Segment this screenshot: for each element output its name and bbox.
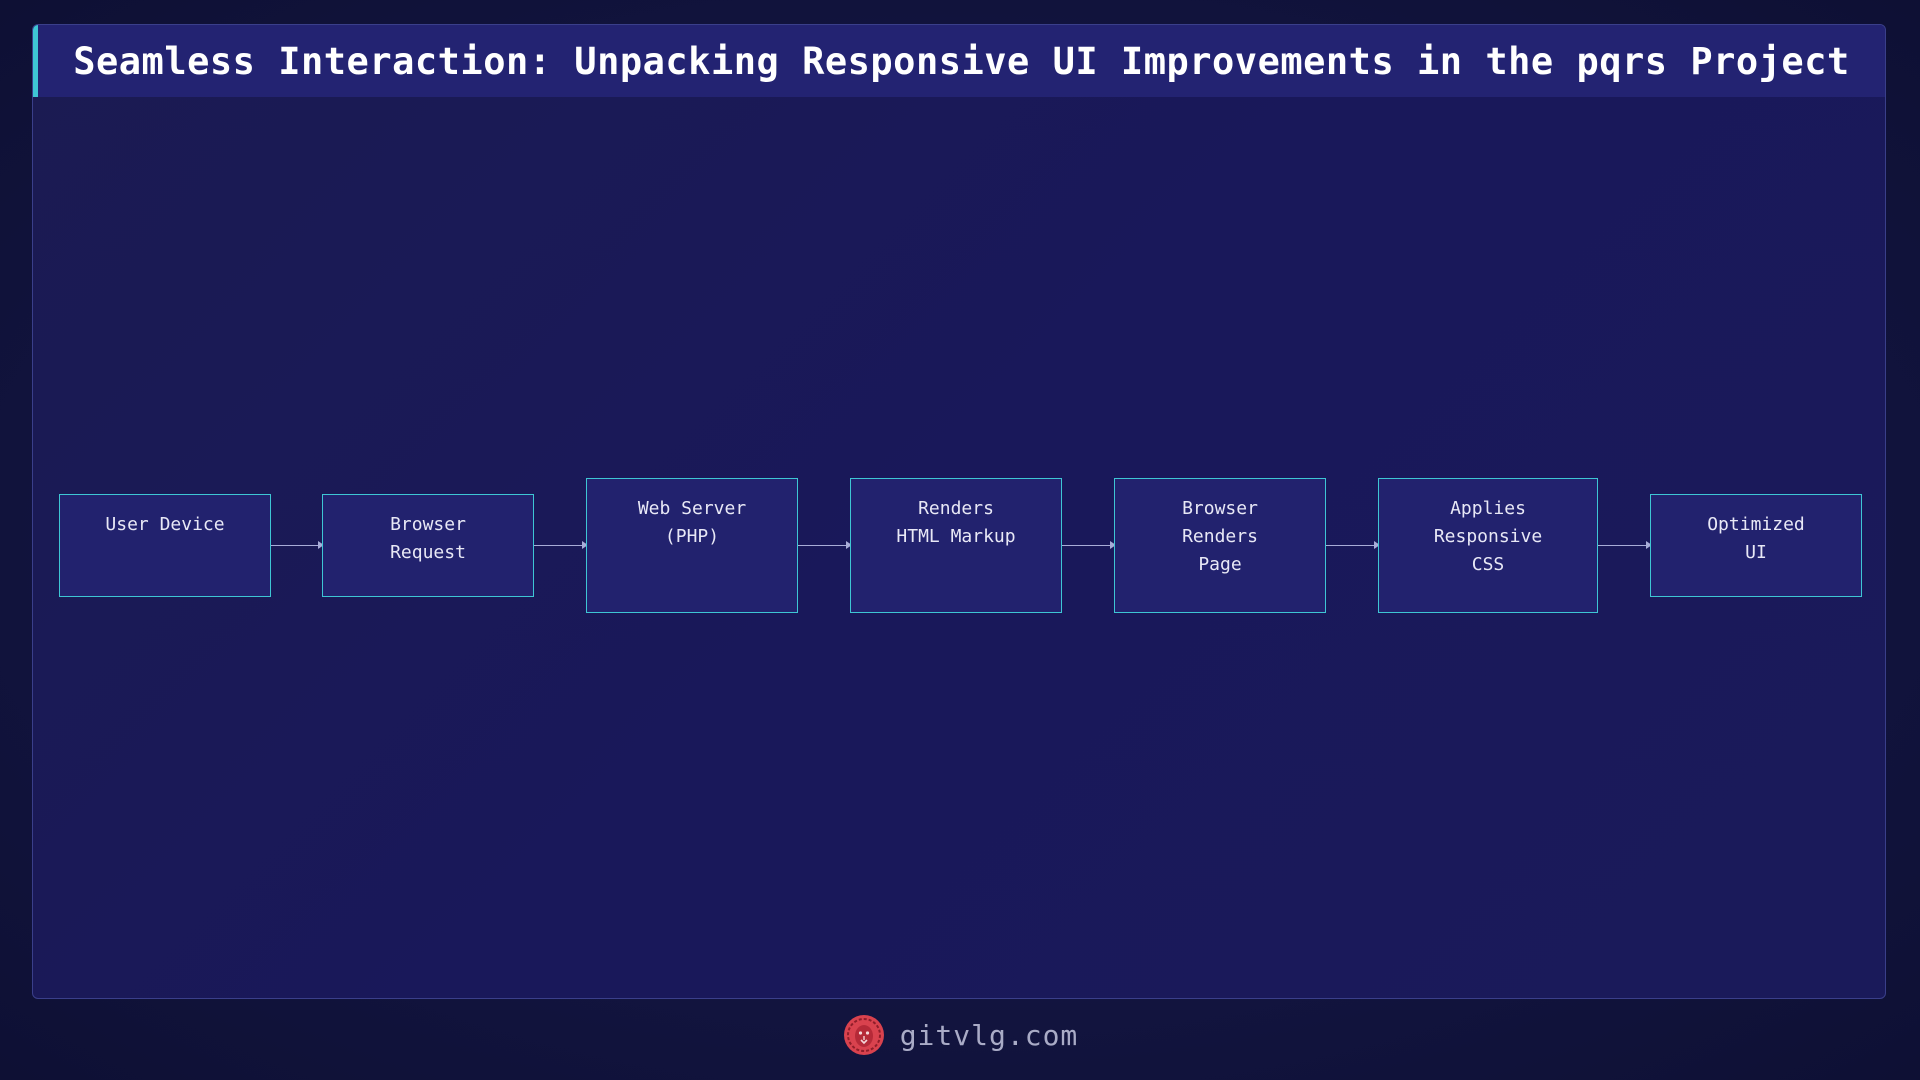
node-optimized-ui: Optimized UI [1650,494,1862,597]
arrow-1 [271,541,324,549]
arrow-2 [534,541,588,549]
arrow-3 [798,541,852,549]
node-renders-html: Renders HTML Markup [850,478,1062,613]
title-bar: Seamless Interaction: Unpacking Responsi… [33,25,1885,97]
site-name: gitvlg.com [899,1018,1079,1052]
lion-head-icon [843,1015,884,1055]
node-browser-request: Browser Request [322,494,534,597]
arrow-5 [1326,541,1380,549]
arrow-6 [1598,541,1652,549]
node-browser-renders: Browser Renders Page [1114,478,1326,613]
node-applies-css: Applies Responsive CSS [1378,478,1598,613]
footer: gitvlg.com [0,1010,1920,1060]
page-title: Seamless Interaction: Unpacking Responsi… [73,39,1850,83]
arrow-4 [1062,541,1116,549]
node-web-server: Web Server (PHP) [586,478,798,613]
node-user-device: User Device [59,494,271,597]
